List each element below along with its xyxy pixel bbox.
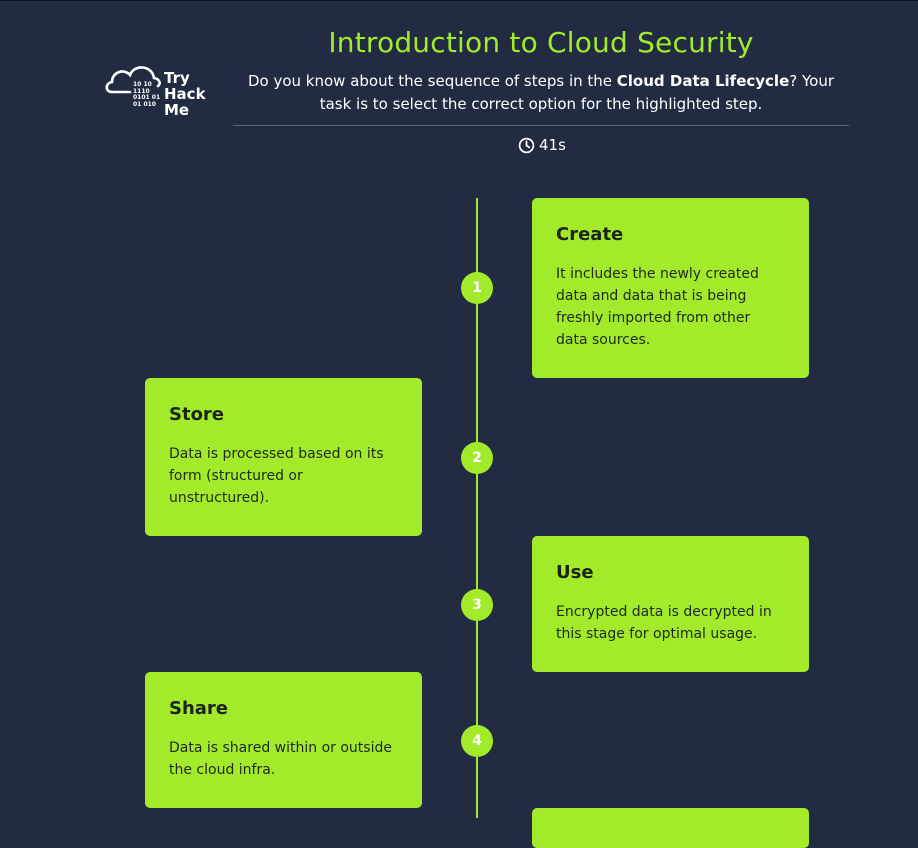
step-title: Share: [169, 698, 229, 719]
step-number-4: 4: [461, 725, 493, 757]
step-title: Use: [556, 562, 594, 583]
step-card-create[interactable]: Create It includes the newly created dat…: [532, 198, 809, 378]
step-number-2: 2: [461, 442, 493, 474]
binary-text: 10 10 1110 0101 01 01 010: [133, 81, 161, 108]
description-highlight: Cloud Data Lifecycle: [616, 72, 790, 90]
clock-icon: [518, 137, 535, 153]
header-divider: [233, 125, 849, 126]
step-card-share[interactable]: Share Data is shared within or outside t…: [145, 672, 422, 808]
step-card-use[interactable]: Use Encrypted data is decrypted in this …: [532, 536, 809, 672]
description-prefix: Do you know about the sequence of steps …: [247, 72, 617, 90]
step-number-3: 3: [461, 589, 493, 621]
step-title: Store: [169, 404, 225, 425]
timer-value: 41s: [539, 136, 566, 154]
timeline-line: [476, 198, 478, 818]
brand-name: Try Hack Me: [164, 69, 206, 119]
top-border: [0, 0, 918, 1]
tryhackme-logo[interactable]: 10 10 1110 0101 01 01 010 Try Hack Me: [104, 58, 214, 122]
description-suffix: ? Your task is to select the correct opt…: [319, 72, 835, 113]
page-title: Introduction to Cloud Security: [328, 26, 754, 59]
step-description: It includes the newly created data and d…: [556, 266, 759, 348]
step-card-next[interactable]: [532, 808, 809, 848]
countdown-timer: 41s: [518, 136, 566, 154]
step-description: Data is shared within or outside the clo…: [169, 740, 392, 778]
cloud-icon: [105, 66, 161, 94]
step-description: Data is processed based on its form (str…: [169, 446, 384, 506]
step-number-1: 1: [461, 272, 493, 304]
step-title: Create: [556, 224, 624, 245]
task-description: Do you know about the sequence of steps …: [232, 70, 850, 116]
step-description: Encrypted data is decrypted in this stag…: [556, 604, 772, 642]
step-card-store[interactable]: Store Data is processed based on its for…: [145, 378, 422, 536]
